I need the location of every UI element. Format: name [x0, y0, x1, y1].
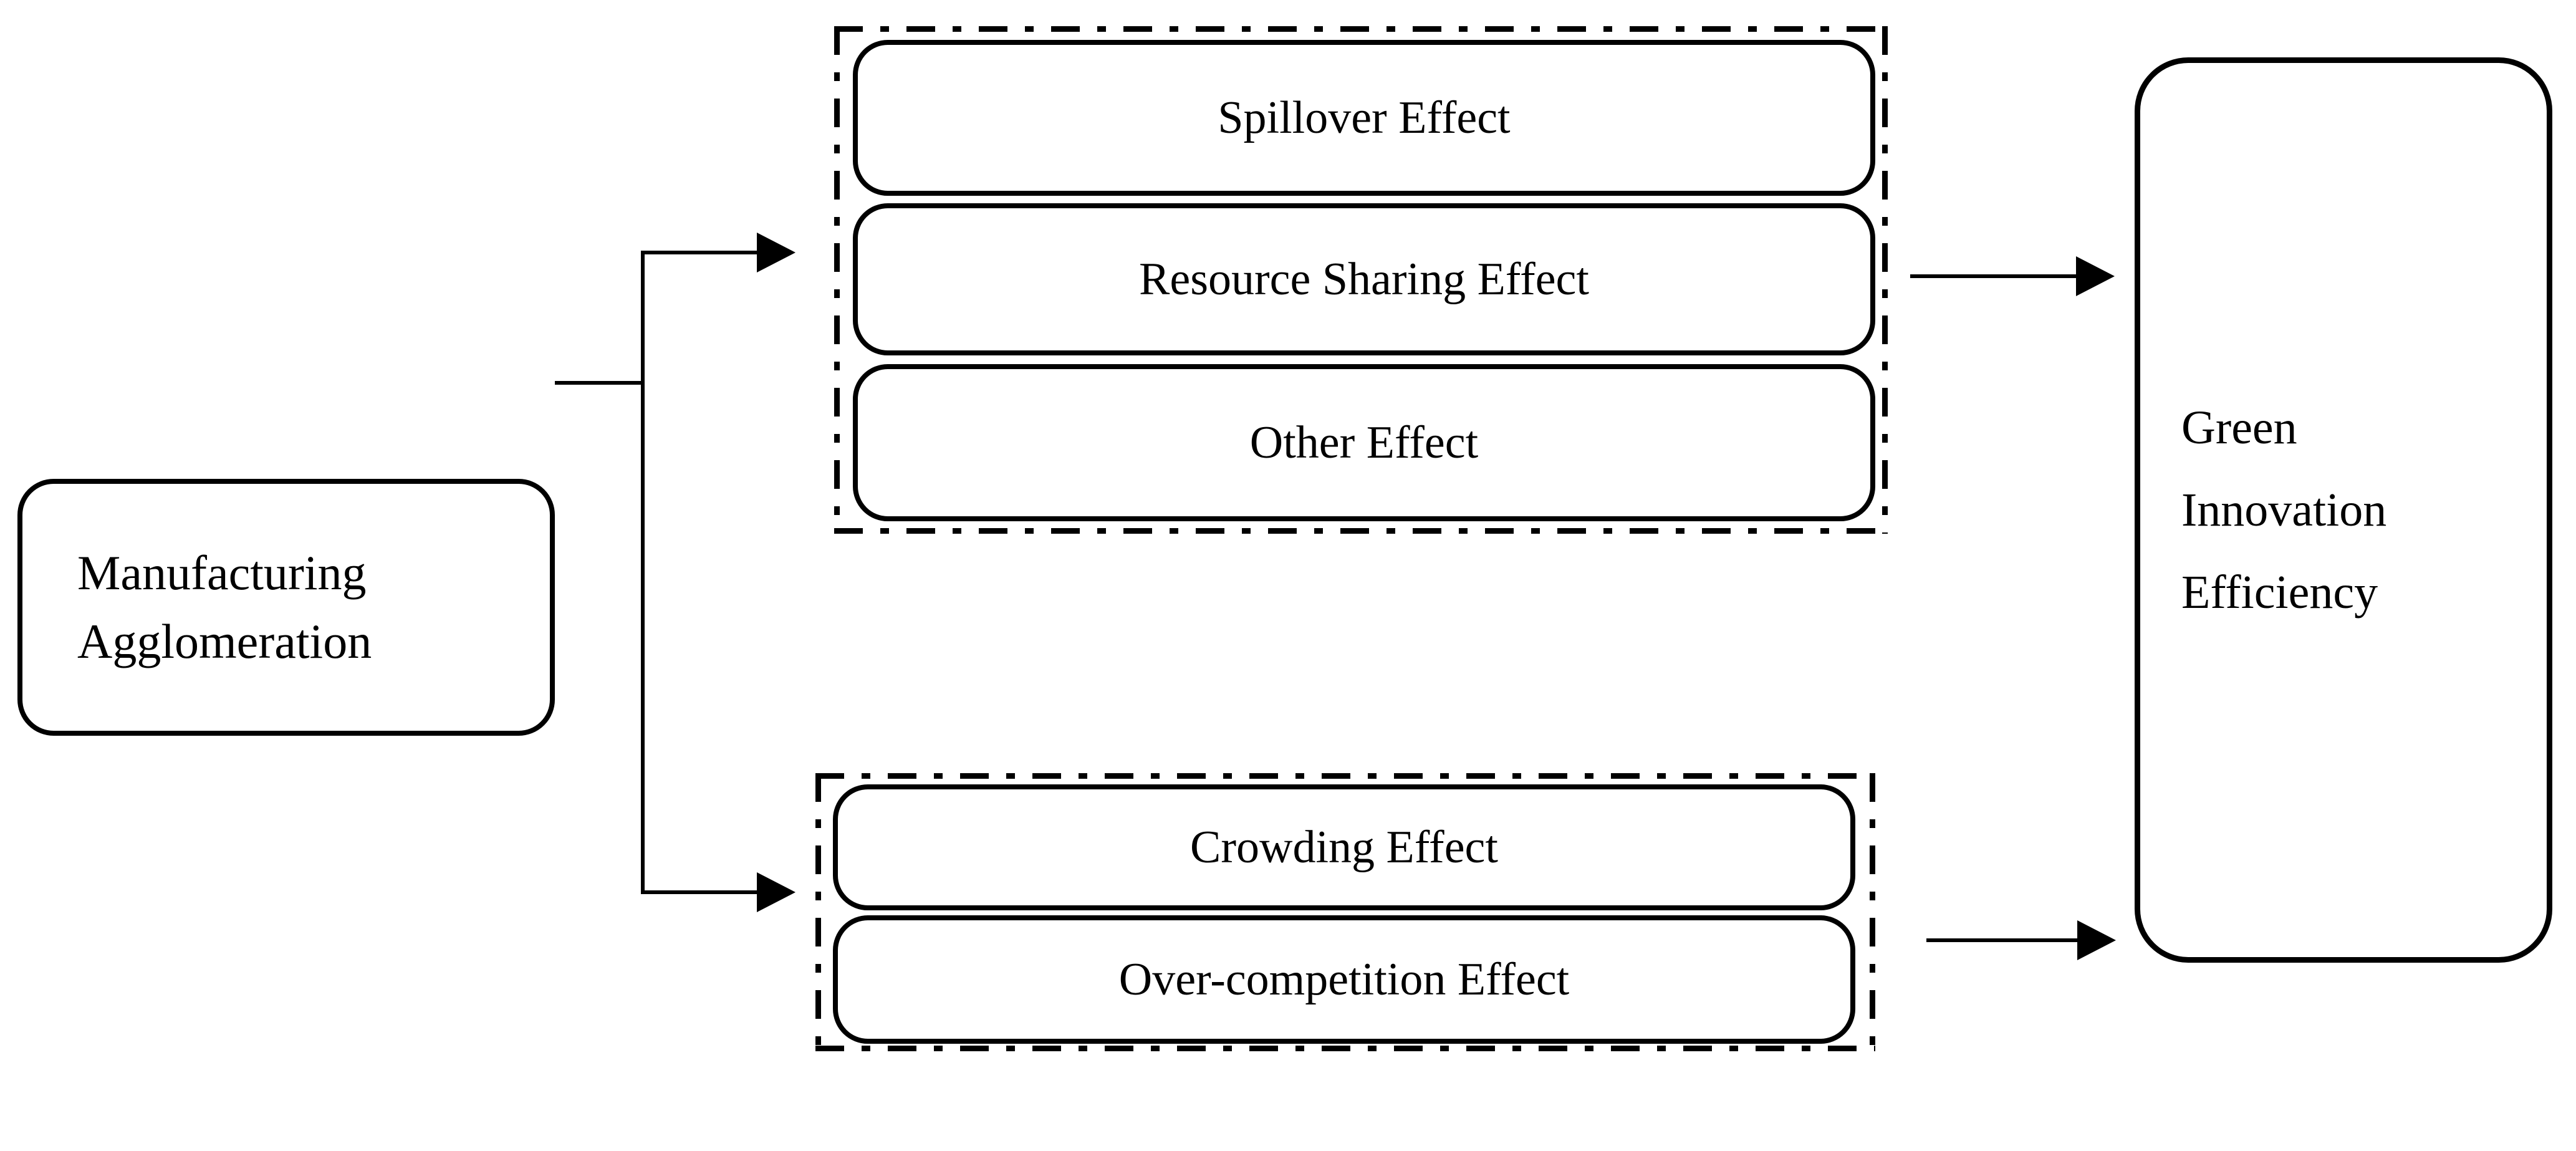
source-label-line-2: Agglomeration	[77, 614, 372, 668]
outcome-label-line-1: Green	[2181, 402, 2297, 454]
node-green-innovation-efficiency[interactable]: Green Innovation Efficiency	[2135, 57, 2552, 963]
effect-label-spillover: Spillover Effect	[1218, 92, 1511, 143]
outcome-label-line-3: Efficiency	[2181, 566, 2378, 619]
node-manufacturing-agglomeration[interactable]: Manufacturing Agglomeration	[17, 479, 555, 736]
connector-source-stub	[555, 381, 643, 385]
connector-branch-top	[641, 251, 758, 254]
effect-box-over-competition[interactable]: Over-competition Effect	[833, 915, 1855, 1044]
connector-vertical-spine	[641, 252, 645, 894]
arrowhead-to-positive-group	[757, 233, 795, 272]
effect-box-crowding[interactable]: Crowding Effect	[833, 784, 1855, 910]
connector-negative-to-outcome	[1926, 938, 2079, 942]
effect-label-resource-sharing: Resource Sharing Effect	[1139, 253, 1589, 305]
connector-branch-bottom	[641, 890, 758, 894]
arrowhead-to-negative-group	[757, 872, 795, 912]
connector-positive-to-outcome	[1910, 274, 2077, 278]
effect-label-crowding: Crowding Effect	[1190, 821, 1498, 873]
effect-box-resource-sharing[interactable]: Resource Sharing Effect	[853, 203, 1875, 355]
effect-label-over-competition: Over-competition Effect	[1118, 953, 1570, 1005]
arrowhead-positive-to-outcome	[2076, 256, 2115, 296]
outcome-label-line-2: Innovation	[2181, 484, 2387, 536]
effect-box-other[interactable]: Other Effect	[853, 364, 1875, 521]
arrowhead-negative-to-outcome	[2077, 920, 2116, 960]
effect-label-other: Other Effect	[1249, 417, 1479, 468]
effect-box-spillover[interactable]: Spillover Effect	[853, 40, 1875, 196]
source-label-line-1: Manufacturing	[77, 546, 367, 600]
